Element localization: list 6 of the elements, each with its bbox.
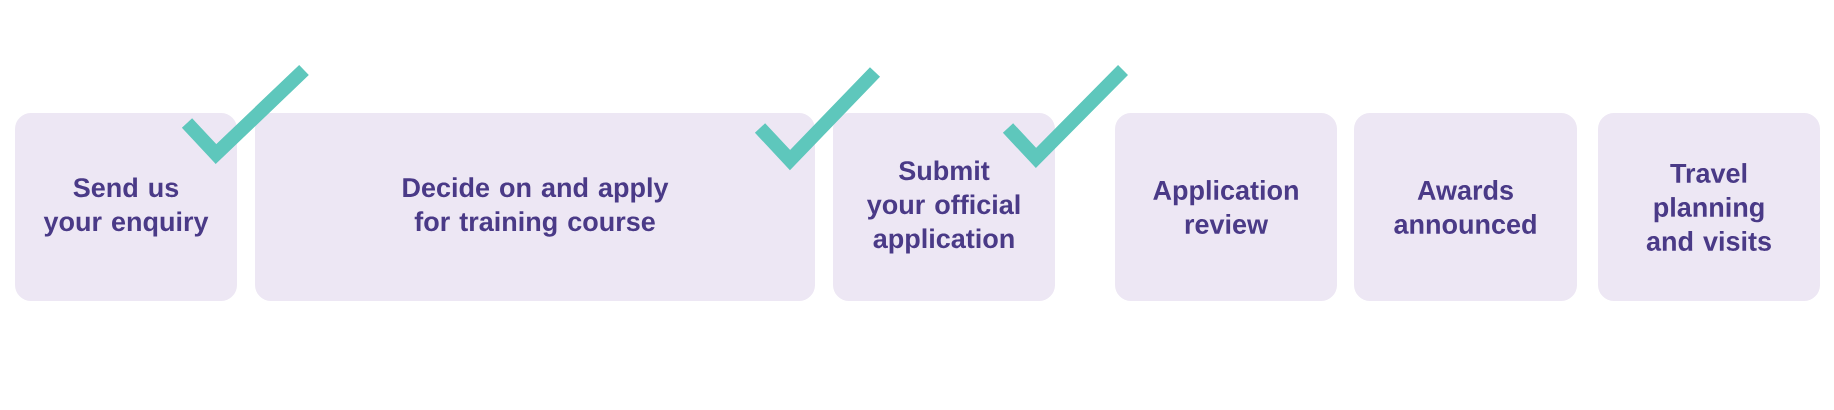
step-box: Send us your enquiry [15,113,237,301]
step-box: Travel planning and visits [1598,113,1820,301]
step-box: Application review [1115,113,1337,301]
step-box: Awards announced [1354,113,1577,301]
step-box: Submit your official application [833,113,1055,301]
step-box: Decide on and apply for training course [255,113,815,301]
